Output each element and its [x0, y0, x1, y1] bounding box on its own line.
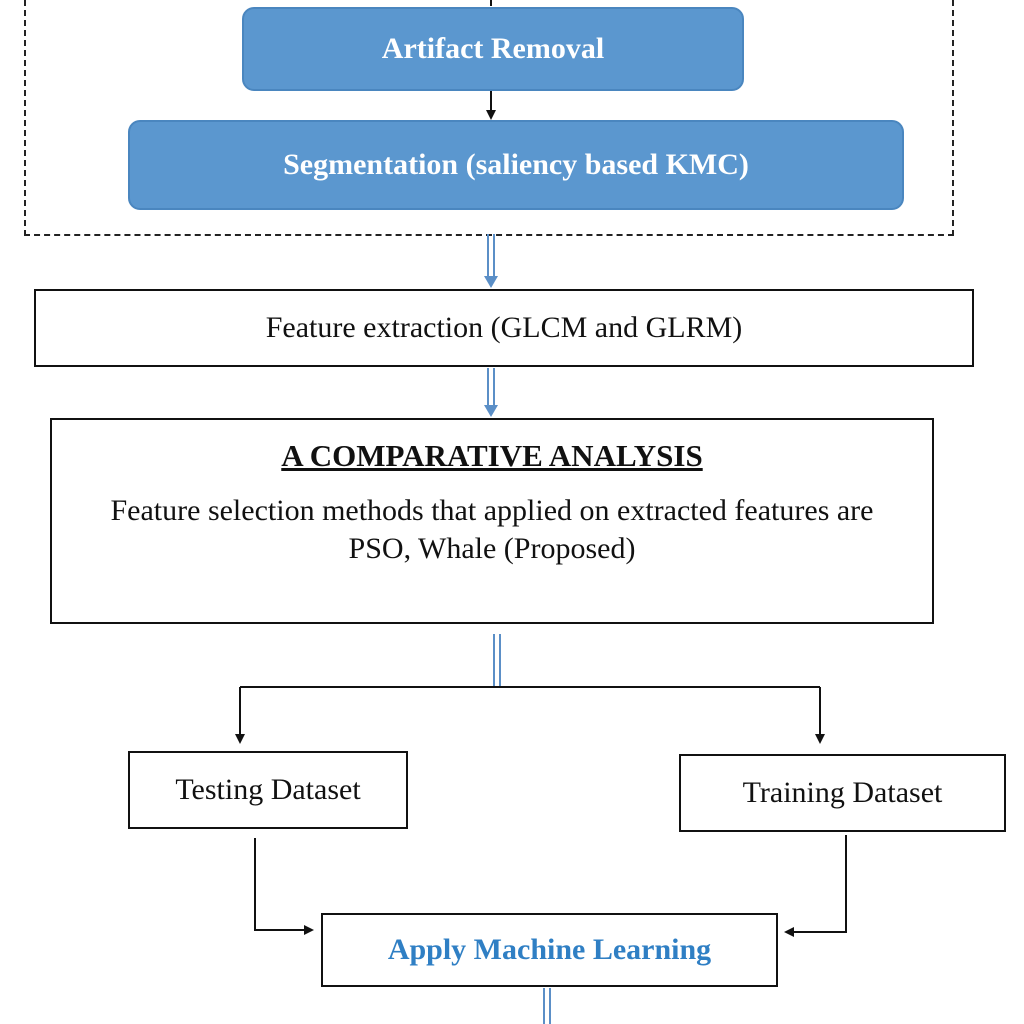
apply-machine-learning-box: Apply Machine Learning [321, 913, 778, 987]
segmentation-label: Segmentation (saliency based KMC) [283, 148, 749, 181]
training-dataset-box: Training Dataset [679, 754, 1006, 832]
blue-arrow-to-feature-extraction [484, 234, 498, 288]
feature-extraction-box: Feature extraction (GLCM and GLRM) [34, 289, 974, 367]
comparative-analysis-box: A COMPARATIVE ANALYSIS Feature selection… [50, 418, 934, 624]
analysis-description: Feature selection methods that applied o… [110, 494, 874, 565]
feature-extraction-label: Feature extraction (GLCM and GLRM) [265, 311, 743, 344]
training-dataset-label: Training Dataset [742, 776, 943, 809]
analysis-title: A COMPARATIVE ANALYSIS [281, 438, 703, 473]
arrow-testing-to-ml [254, 838, 314, 935]
testing-dataset-box: Testing Dataset [128, 751, 408, 829]
blue-line-from-ml [543, 988, 551, 1024]
artifact-removal-label: Artifact Removal [381, 32, 605, 65]
apply-machine-learning-label: Apply Machine Learning [387, 933, 712, 966]
blue-line-to-split [493, 634, 501, 686]
segmentation-box: Segmentation (saliency based KMC) [128, 120, 904, 210]
blue-arrow-to-analysis [484, 368, 498, 417]
arrow-training-to-ml [784, 835, 847, 937]
artifact-removal-box: Artifact Removal [242, 7, 744, 91]
testing-dataset-label: Testing Dataset [175, 773, 361, 806]
